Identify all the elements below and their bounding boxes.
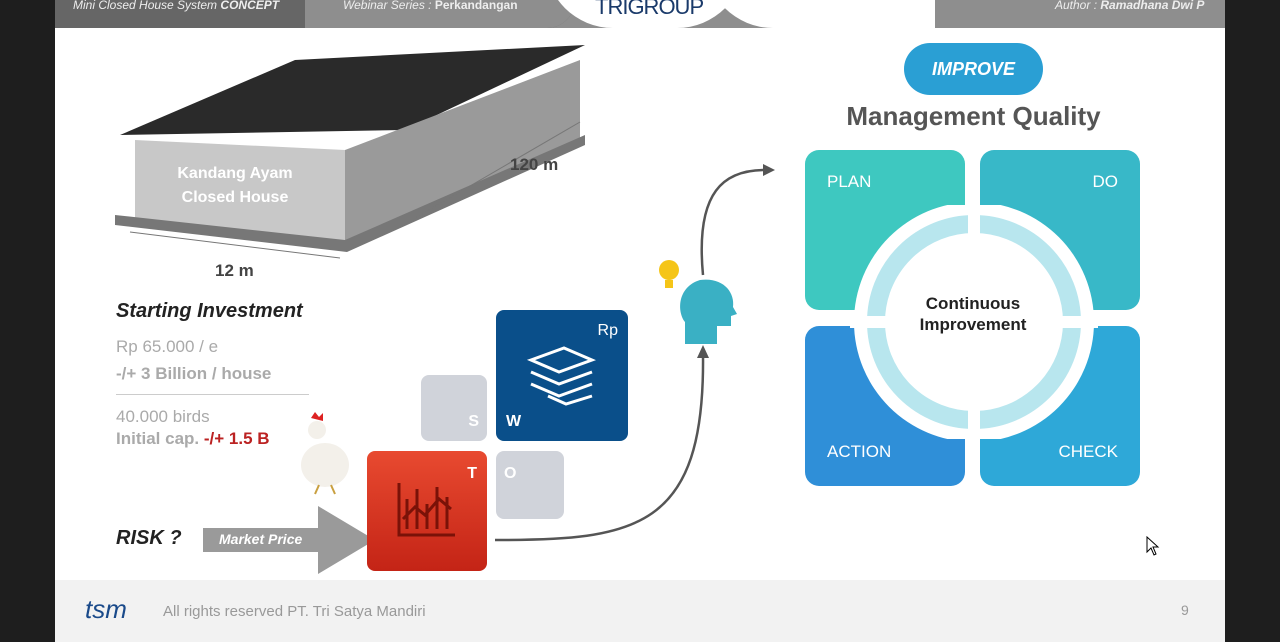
length-dimension-line (414, 121, 581, 219)
action-label: ACTION (827, 442, 892, 461)
center-line-2: Improvement (919, 315, 1027, 334)
series-value: Perkandangan (434, 0, 518, 12)
thinking-head-icon (659, 260, 737, 344)
width-dimension-line (129, 231, 341, 259)
closed-house-illustration: Kandang Ayam Closed House (115, 45, 585, 259)
copyright-text: All rights reserved PT. Tri Satya Mandir… (163, 603, 426, 620)
slide-header: Mini Closed House System CONCEPT Webinar… (55, 0, 1225, 28)
price-text: Rp 65.000 / e (116, 337, 219, 356)
birds-text: 40.000 birds (116, 407, 210, 426)
money-stack-icon (526, 346, 596, 406)
slide: Mini Closed House System CONCEPT Webinar… (55, 0, 1225, 642)
header-title-bold: CONCEPT (220, 0, 280, 12)
building-label-1: Kandang Ayam (177, 165, 292, 182)
initial-cap-value: -/+ 1.5 B (203, 429, 270, 448)
building-label-2: Closed House (182, 189, 289, 206)
swot-s-label: S (468, 413, 479, 430)
center-line-1: Continuous (925, 294, 1021, 313)
risk-label: RISK ? (116, 527, 182, 549)
swot-o-tile: O (496, 451, 564, 519)
trigroup-logo: TRIGROUP (595, 0, 704, 19)
page-number: 9 (1181, 602, 1189, 618)
swot-s-tile: S (421, 375, 487, 441)
swot-w-tile: Rp W (496, 310, 628, 441)
market-price-label: Market Price (219, 531, 303, 547)
header-title: Mini Closed House System (73, 0, 218, 12)
swot-t-label: T (467, 465, 477, 482)
market-price-arrow (203, 506, 375, 574)
management-quality-title: Management Quality (846, 101, 1101, 131)
divider (116, 394, 309, 395)
swot-w-label: W (506, 413, 522, 430)
swot-t-tile: T (367, 451, 487, 571)
initial-cap-label: Initial cap. (116, 429, 200, 448)
improve-badge: IMPROVE (904, 43, 1043, 95)
series-label: Webinar Series : (343, 0, 432, 12)
length-label: 120 m (510, 155, 559, 174)
improvement-cycle (850, 205, 1098, 439)
author-label: Author : (1055, 0, 1098, 12)
do-label: DO (1092, 172, 1119, 191)
swot-o-label: O (504, 465, 517, 482)
flow-arrow (494, 164, 775, 542)
investment-title: Starting Investment (116, 300, 303, 322)
author-value: Ramadhana Dwi P (1100, 0, 1205, 12)
plan-label: PLAN (827, 172, 872, 191)
currency-label: Rp (597, 322, 618, 339)
total-text: -/+ 3 Billion / house (116, 364, 272, 383)
slide-footer: tsm All rights reserved PT. Tri Satya Ma… (55, 580, 1225, 642)
check-label: CHECK (1058, 442, 1118, 461)
chart-icon (397, 483, 455, 537)
mouse-cursor-icon (1146, 536, 1160, 556)
chicken-icon (301, 412, 349, 495)
width-label: 12 m (215, 261, 254, 280)
tsm-logo: tsm (85, 594, 127, 624)
